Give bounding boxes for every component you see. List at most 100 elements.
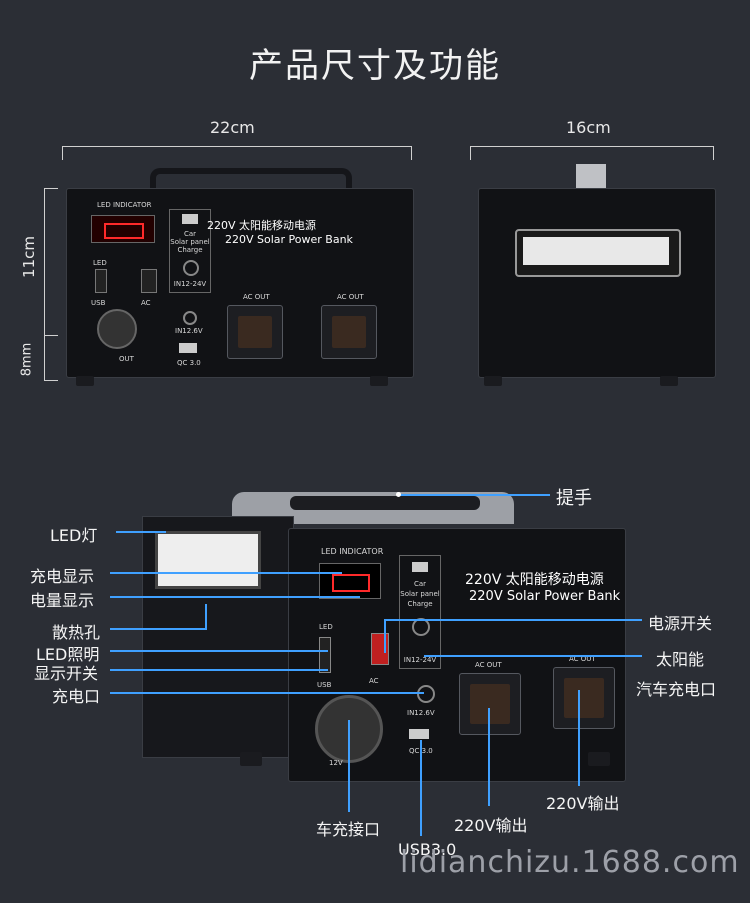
led-indicator-label: LED INDICATOR bbox=[97, 201, 152, 209]
foot-height-label: 8mm bbox=[19, 342, 35, 377]
brand-en: 220V Solar Power Bank bbox=[225, 233, 353, 246]
ac-out-label-2: AC OUT bbox=[337, 293, 364, 301]
charge-label-car: Car bbox=[183, 230, 197, 238]
big-usb-label: USB bbox=[317, 681, 332, 689]
height-tick-mid bbox=[44, 335, 58, 336]
front-view-device: LED INDICATOR Car Solar panel Charge IN1… bbox=[66, 188, 414, 378]
width-label-front: 22cm bbox=[210, 118, 255, 137]
led-lamp bbox=[523, 237, 669, 265]
callout-line-led-lighting bbox=[110, 650, 328, 652]
big-ac-out-label-2: AC OUT bbox=[569, 655, 596, 663]
ac-power-switch[interactable] bbox=[141, 269, 157, 293]
dc-12v-port[interactable] bbox=[183, 311, 197, 325]
callout-line-solar bbox=[424, 655, 642, 657]
callout-solar: 太阳能 bbox=[656, 650, 705, 669]
ac-out-label-1: AC OUT bbox=[243, 293, 270, 301]
callout-220v-output-right: 220V输出 bbox=[546, 794, 620, 813]
car-out-label: OUT bbox=[119, 355, 134, 363]
height-line bbox=[44, 188, 45, 380]
callout-car-charge-port: 汽车充电口 bbox=[636, 680, 717, 699]
callout-line-car-socket bbox=[348, 720, 350, 812]
in-12-24v-label: IN12-24V bbox=[173, 280, 207, 288]
big-led-switch[interactable] bbox=[319, 637, 331, 673]
usb-label: USB bbox=[91, 299, 106, 307]
big-ac-power-switch[interactable] bbox=[371, 633, 389, 665]
big-indicator-screen bbox=[319, 563, 381, 599]
big-ac-outlet-2[interactable] bbox=[553, 667, 615, 729]
car-socket[interactable] bbox=[97, 309, 137, 349]
solar-panel-icon bbox=[182, 214, 198, 224]
charge-label-charge: Charge bbox=[177, 246, 203, 254]
ac-outlet-1[interactable] bbox=[227, 305, 283, 359]
height-tick-top bbox=[44, 188, 58, 189]
qc-label: QC 3.0 bbox=[177, 359, 201, 367]
device-foot bbox=[484, 376, 502, 386]
callout-display-switch: 显示开关 bbox=[34, 664, 99, 683]
width-tick-right-side bbox=[713, 146, 714, 160]
big-in-12-6v-label: IN12.6V bbox=[407, 709, 435, 717]
callout-line-220v-right bbox=[578, 690, 580, 786]
big-charge-label-charge: Charge bbox=[407, 600, 433, 608]
callout-handle: 提手 bbox=[556, 488, 592, 509]
width-tick-left-side bbox=[470, 146, 471, 160]
callout-line-charge-port bbox=[110, 692, 424, 694]
width-tick-left bbox=[62, 146, 63, 160]
in-12-6v-label: IN12.6V bbox=[175, 327, 203, 335]
callout-usb30: USB3.0 bbox=[398, 840, 457, 859]
device-foot bbox=[370, 376, 388, 386]
big-device-foot bbox=[240, 752, 262, 766]
callout-line-220v-center bbox=[488, 708, 490, 806]
callout-car-socket: 车充接口 bbox=[316, 820, 381, 839]
big-charge-label-solar: Solar panel bbox=[400, 590, 440, 598]
led-switch[interactable] bbox=[95, 269, 107, 293]
charge-label-solar: Solar panel bbox=[170, 238, 210, 246]
big-in-12-24v-label: IN12-24V bbox=[403, 656, 437, 664]
big-brand-en: 220V Solar Power Bank bbox=[469, 589, 621, 604]
big-device-foot bbox=[588, 752, 610, 766]
big-device-side bbox=[142, 516, 294, 758]
dc-input-port[interactable] bbox=[183, 260, 199, 276]
big-led-label: LED bbox=[319, 623, 333, 631]
big-led-indicator-label: LED INDICATOR bbox=[321, 547, 384, 556]
callout-line-led-light bbox=[116, 531, 166, 533]
callout-line-handle bbox=[400, 494, 550, 496]
callout-line-power-switch bbox=[384, 619, 642, 621]
width-line-front bbox=[62, 146, 412, 147]
callout-charge-port: 充电口 bbox=[52, 687, 101, 706]
callout-line-usb bbox=[420, 740, 422, 836]
big-ac-label: AC bbox=[369, 677, 379, 685]
big-battery-icon bbox=[332, 574, 370, 592]
device-foot bbox=[660, 376, 678, 386]
callout-power-switch: 电源开关 bbox=[648, 614, 713, 633]
big-usb-port[interactable] bbox=[409, 729, 429, 739]
led-indicator-screen bbox=[91, 215, 155, 243]
callout-line-display-switch bbox=[110, 669, 328, 671]
big-dc-charge-port[interactable] bbox=[417, 685, 435, 703]
device-foot bbox=[76, 376, 94, 386]
usb-port[interactable] bbox=[179, 343, 197, 353]
charge-panel: Car Solar panel Charge IN12-24V bbox=[169, 209, 211, 293]
callout-led-light: LED灯 bbox=[50, 526, 98, 545]
ac-outlet-2[interactable] bbox=[321, 305, 377, 359]
page-title: 产品尺寸及功能 bbox=[249, 46, 501, 86]
callout-line-vent bbox=[110, 628, 206, 630]
width-line-side bbox=[470, 146, 714, 147]
ac-label: AC bbox=[141, 299, 151, 307]
width-label-side: 16cm bbox=[566, 118, 611, 137]
big-handle-grip bbox=[290, 496, 480, 510]
callout-led-lighting: LED照明 bbox=[36, 645, 100, 664]
callout-line-power-display bbox=[110, 596, 360, 598]
big-brand-cn: 220V 太阳能移动电源 bbox=[465, 572, 604, 588]
width-tick-right bbox=[411, 146, 412, 160]
side-handle bbox=[576, 164, 606, 190]
callout-line-charge-display bbox=[110, 572, 342, 574]
side-view-device bbox=[478, 188, 716, 378]
callout-charge-display: 充电显示 bbox=[30, 567, 95, 586]
battery-icon bbox=[104, 223, 144, 239]
led-light-bar bbox=[515, 229, 681, 277]
brand-cn: 220V 太阳能移动电源 bbox=[207, 219, 317, 232]
big-led-lamp bbox=[155, 531, 261, 589]
height-tick-bottom bbox=[44, 380, 58, 381]
big-ac-outlet-1[interactable] bbox=[459, 673, 521, 735]
callout-220v-output-center: 220V输出 bbox=[454, 816, 528, 835]
